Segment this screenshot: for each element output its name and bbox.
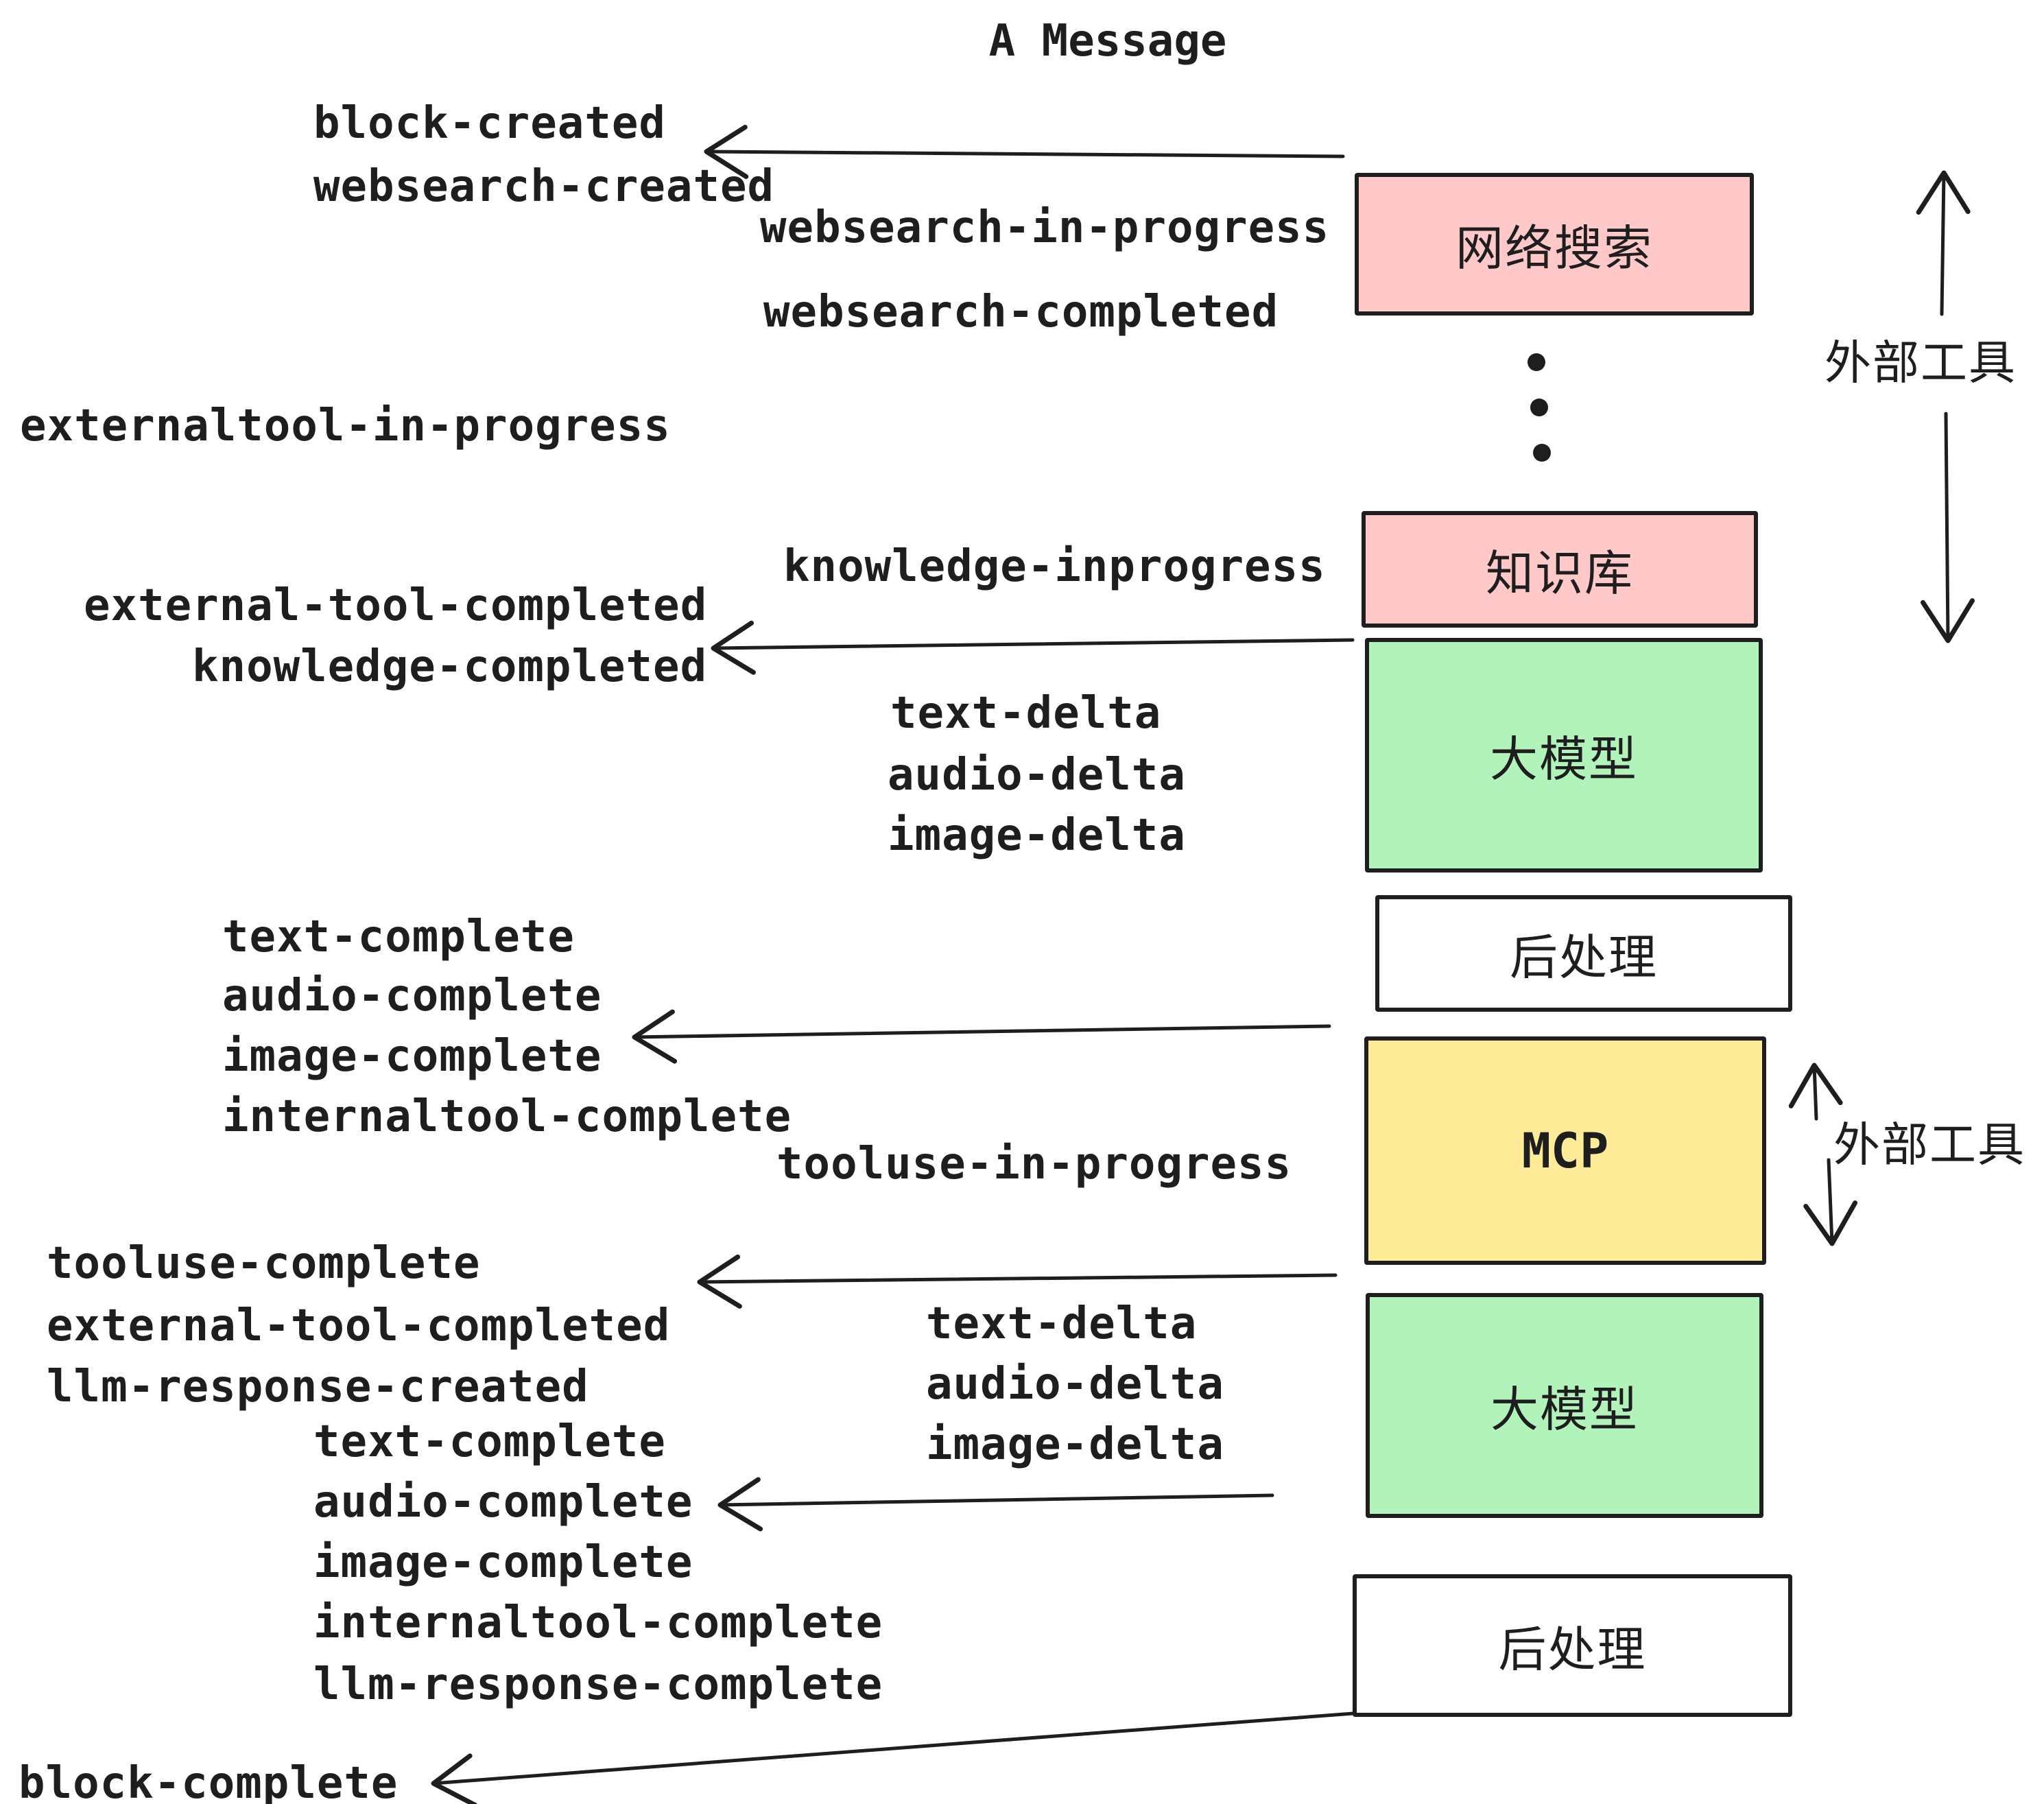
box-websearch: 网络搜索: [1355, 173, 1754, 316]
box-llm-2: 大模型: [1366, 1293, 1763, 1518]
box-postprocess-2-label: 后处理: [1498, 1621, 1647, 1678]
box-postprocess-2: 后处理: [1353, 1574, 1792, 1717]
external-tools-mid-label: 外部工具: [1833, 1118, 2026, 1173]
external-tools-top-up-arrow: [1916, 170, 1971, 316]
event-websearch-in-progress: websearch-in-progress: [760, 202, 1330, 253]
arrow-mcp-to-toolusecomplete: [697, 1254, 1338, 1309]
event-audio-delta-2: audio-delta: [926, 1359, 1224, 1410]
ellipsis-dots: [1528, 353, 1551, 462]
event-external-tool-completed-2: external-tool-completed: [47, 1301, 671, 1351]
event-audio-complete-1: audio-complete: [222, 971, 602, 1021]
arrow-llm2-to-complete: [717, 1477, 1274, 1532]
event-block-complete: block-complete: [19, 1758, 399, 1804]
event-block-created: block-created: [313, 98, 666, 149]
event-external-tool-completed-1: external-tool-completed: [84, 580, 708, 631]
external-tools-mid-up-arrow: [1788, 1063, 1843, 1121]
event-text-delta-2: text-delta: [926, 1298, 1198, 1349]
arrow-websearch-to-created: [704, 124, 1345, 179]
box-mcp: MCP: [1364, 1036, 1766, 1265]
event-websearch-created: websearch-created: [313, 161, 775, 212]
event-image-delta-2: image-delta: [926, 1419, 1224, 1470]
event-image-delta-1: image-delta: [888, 810, 1186, 861]
event-knowledge-completed: knowledge-completed: [192, 641, 708, 692]
event-internaltool-complete-1: internaltool-complete: [222, 1091, 792, 1142]
event-internaltool-complete-2: internaltool-complete: [313, 1598, 883, 1648]
diagram-title: A Message: [988, 16, 1227, 67]
event-tooluse-in-progress: tooluse-in-progress: [776, 1139, 1292, 1189]
event-text-delta-1: text-delta: [890, 688, 1162, 739]
event-audio-complete-2: audio-complete: [313, 1477, 693, 1528]
event-llm-response-complete: llm-response-complete: [313, 1659, 883, 1710]
event-llm-response-created: llm-response-created: [47, 1362, 589, 1412]
external-tools-top-down-arrow: [1920, 412, 1975, 643]
event-audio-delta-1: audio-delta: [888, 750, 1186, 800]
event-tooluse-complete: tooluse-complete: [47, 1238, 481, 1289]
box-llm-2-label: 大模型: [1490, 1381, 1639, 1438]
box-llm-1: 大模型: [1365, 638, 1763, 873]
event-knowledge-inprogress: knowledge-inprogress: [783, 541, 1326, 592]
event-text-complete-1: text-complete: [222, 912, 575, 962]
event-websearch-completed: websearch-completed: [763, 287, 1279, 337]
arrow-post2-to-blockcomplete: [431, 1711, 1364, 1804]
box-llm-1-label: 大模型: [1490, 731, 1638, 787]
event-image-complete-2: image-complete: [313, 1537, 693, 1588]
event-image-complete-1: image-complete: [222, 1031, 602, 1082]
external-tools-mid-down-arrow: [1803, 1158, 1858, 1246]
arrow-post1-to-complete: [632, 1009, 1331, 1064]
box-knowledge: 知识库: [1362, 511, 1758, 628]
arrow-knowledge-to-completed: [711, 620, 1355, 675]
box-postprocess-1: 后处理: [1375, 895, 1792, 1012]
event-externaltool-in-progress: externaltool-in-progress: [20, 401, 671, 451]
external-tools-top-label: 外部工具: [1825, 336, 2017, 391]
box-mcp-label: MCP: [1521, 1122, 1609, 1179]
box-postprocess-1-label: 后处理: [1510, 929, 1658, 986]
event-text-complete-2: text-complete: [313, 1416, 666, 1467]
box-knowledge-label: 知识库: [1486, 545, 1634, 602]
box-websearch-label: 网络搜索: [1455, 219, 1653, 276]
